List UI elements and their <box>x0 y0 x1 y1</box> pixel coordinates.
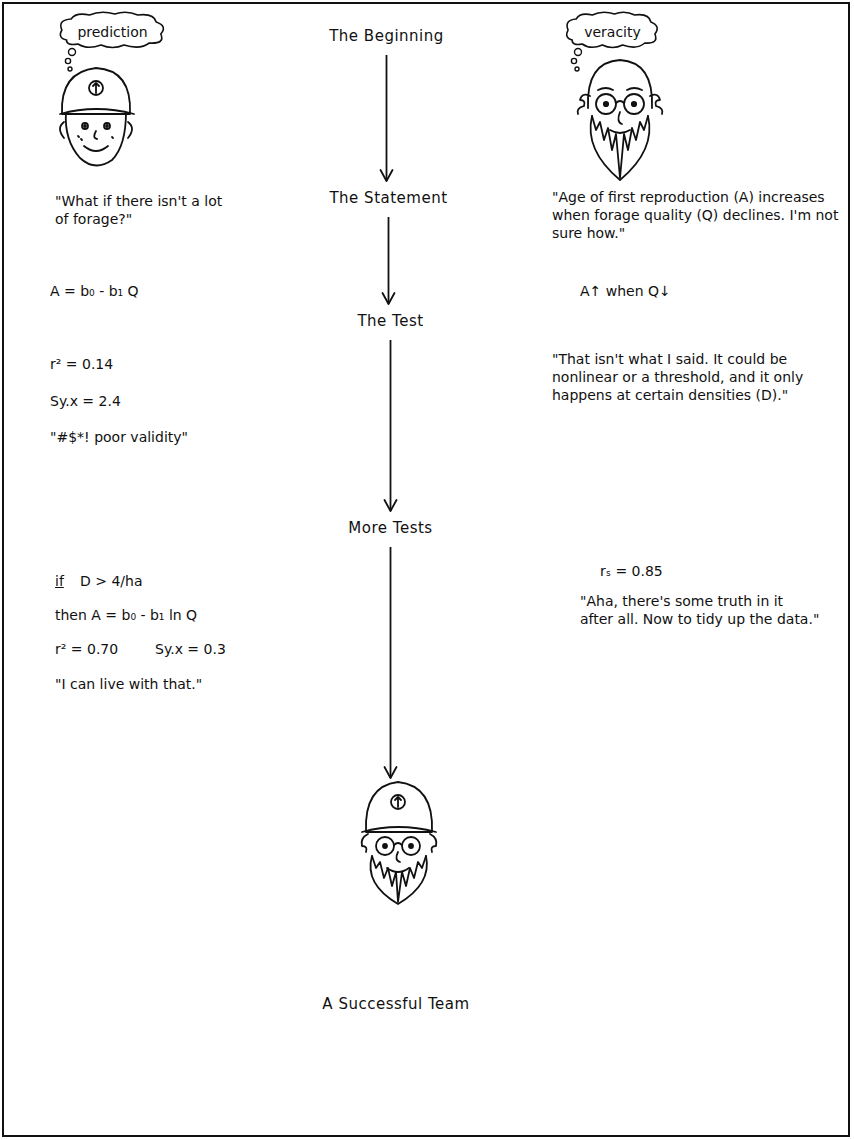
stage-title: The Test <box>357 312 423 330</box>
stage-title: More Tests <box>348 519 432 537</box>
arrow-shaft <box>386 55 388 181</box>
condition-text: if <box>55 572 64 590</box>
flow-arrow <box>385 547 397 778</box>
stage-heading: More Tests <box>342 515 439 539</box>
stage-title: The Statement <box>329 189 447 207</box>
statistic-text: r² = 0.14 <box>50 355 113 373</box>
thought-cloud: prediction <box>55 10 170 50</box>
statistic-text: rₛ = 0.85 <box>600 562 663 580</box>
statement-text: A↑ when Q↓ <box>580 282 671 300</box>
stage-heading: The Statement <box>323 185 454 209</box>
arrow-shaft <box>390 340 392 511</box>
stage-heading: The Test <box>351 308 430 332</box>
cloud-text: veracity <box>584 24 641 40</box>
flow-arrow <box>383 217 395 304</box>
quote-text: "Aha, there's some truth in it after all… <box>580 592 820 628</box>
arrow-shaft <box>390 547 392 778</box>
cloud-shape <box>567 12 657 47</box>
statistic-text: Sy.x = 0.3 <box>155 640 226 658</box>
statistic-text: Sy.x = 2.4 <box>50 392 121 410</box>
flow-arrow <box>381 55 393 181</box>
arrow-head <box>381 170 393 181</box>
quote-text: "Age of first reproduction (A) increases… <box>552 188 840 243</box>
thought-bubbles <box>65 49 581 72</box>
stage-title: The Beginning <box>329 27 444 45</box>
quote-text: "#$*! poor validity" <box>50 428 188 446</box>
arrow-shaft <box>388 217 390 304</box>
quote-text: "That isn't what I said. It could be non… <box>552 350 840 405</box>
thought-cloud: veracity <box>562 10 663 50</box>
cap-guy-face <box>60 68 134 166</box>
quote-text: "I can live with that." <box>55 675 202 693</box>
arrow-head <box>385 500 397 511</box>
equation-text: A = b₀ - b₁ Q <box>50 282 139 300</box>
team-node: A Successful Team <box>316 782 476 1015</box>
bearded-guy-face <box>578 60 663 180</box>
flow-arrow <box>385 340 397 511</box>
quote-text: "What if there isn't a lot of forage?" <box>55 192 230 228</box>
cloud-text: prediction <box>77 24 147 40</box>
stage-heading: The Beginning <box>323 23 450 47</box>
arrow-head <box>385 767 397 778</box>
condition-text: D > 4/ha <box>80 572 143 590</box>
page-frame <box>3 3 849 1136</box>
stage-title: A Successful Team <box>322 995 469 1013</box>
statistic-text: r² = 0.70 <box>55 640 118 658</box>
team-face <box>362 782 437 904</box>
arrow-head <box>383 293 395 304</box>
equation-text: then A = b₀ - b₁ ln Q <box>55 606 197 624</box>
cloud-shape <box>60 12 163 47</box>
